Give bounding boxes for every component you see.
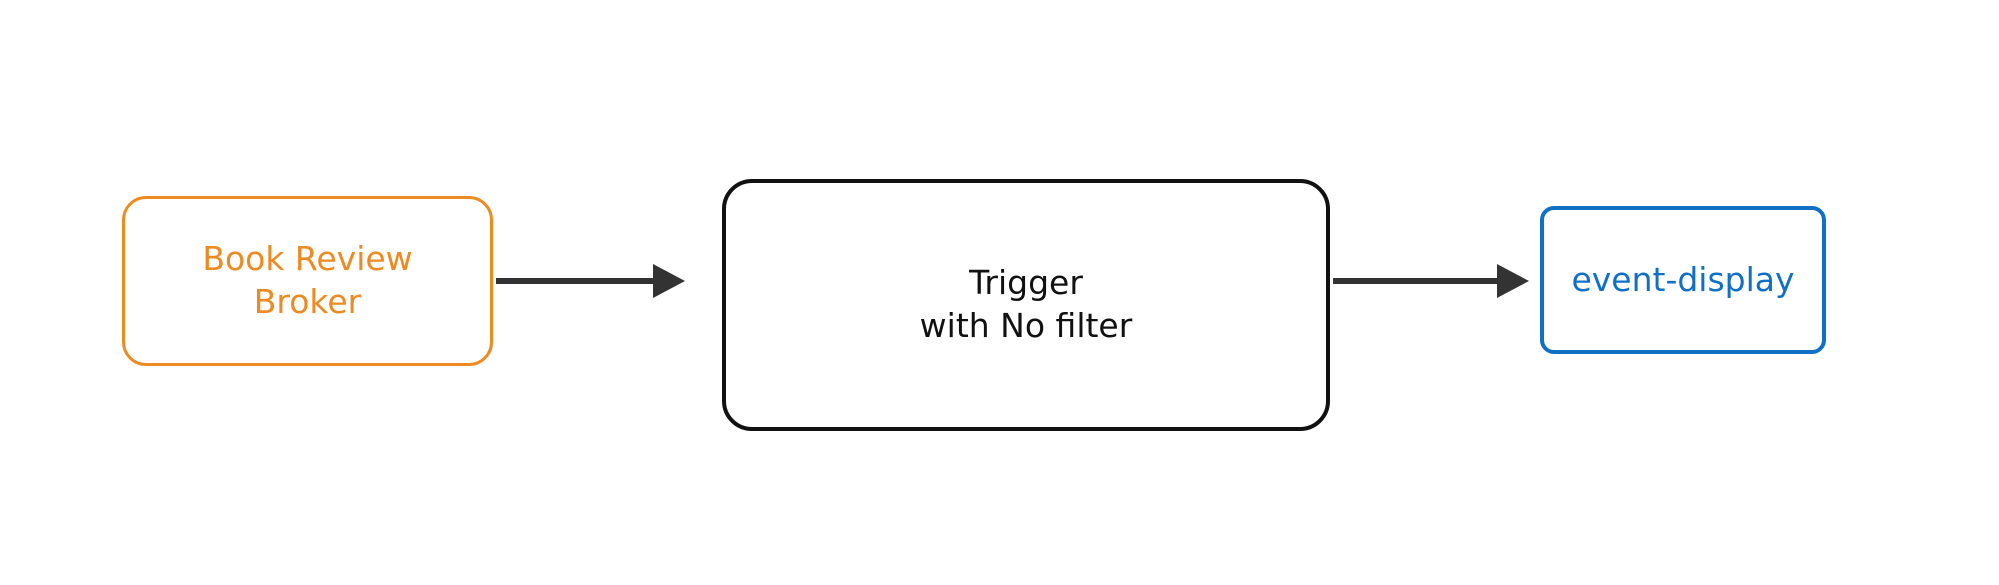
arrow-right-icon — [653, 264, 685, 298]
node-event-display[interactable]: event-display — [1540, 206, 1826, 354]
edge-broker-to-trigger — [496, 278, 661, 284]
node-trigger-with-no-filter[interactable]: Trigger with No filter — [722, 179, 1330, 431]
node-book-review-broker[interactable]: Book Review Broker — [122, 196, 493, 366]
arrow-right-icon — [1497, 264, 1529, 298]
node-broker-label: Book Review Broker — [202, 239, 413, 321]
edge-trigger-to-event-display — [1333, 278, 1501, 284]
node-sink-label: event-display — [1571, 259, 1795, 299]
node-trigger-label: Trigger with No filter — [919, 263, 1133, 345]
